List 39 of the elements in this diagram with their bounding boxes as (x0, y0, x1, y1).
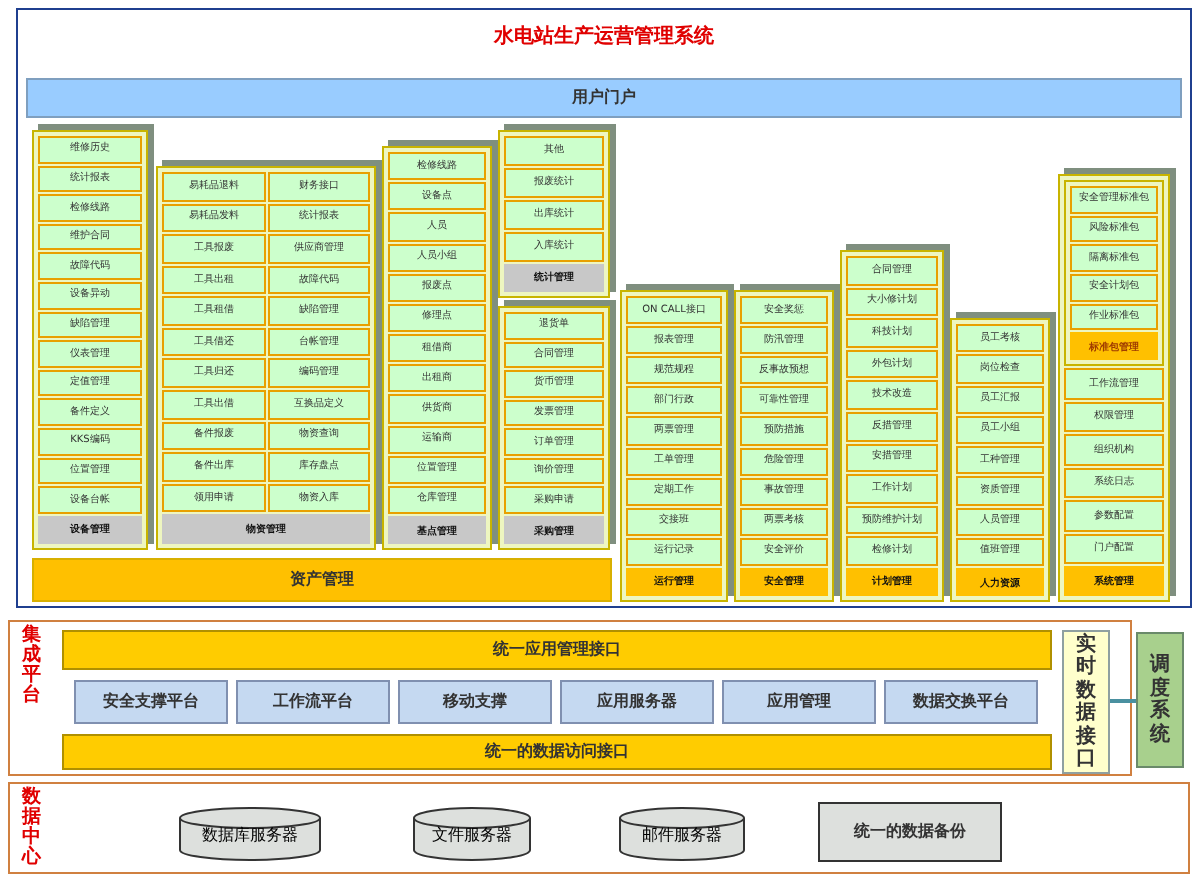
data-center-panel (8, 782, 1190, 874)
module-column (498, 130, 610, 298)
module-column (32, 130, 148, 550)
interface-label: 实时数据接口 (1075, 633, 1097, 771)
platform-box: 移动支撑 (398, 680, 552, 724)
platform-box: 安全支撑平台 (74, 680, 228, 724)
server-label: 数据库服务器 (200, 824, 300, 846)
connector-line (1110, 699, 1136, 703)
module-column (840, 250, 944, 602)
system-panel (16, 8, 1192, 608)
interface-box (1062, 630, 1110, 774)
server-cylinder (412, 806, 532, 862)
backup-box: 统一的数据备份 (818, 802, 1002, 862)
interface-bar: 统一的数据访问接口 (62, 734, 1052, 770)
system-label: 调度系统 (1149, 654, 1171, 746)
section-heading: 数据中心 (22, 788, 43, 868)
module-column (498, 306, 610, 550)
module-column (382, 146, 492, 550)
platform-panel (8, 620, 1132, 776)
platform-box: 应用管理 (722, 680, 876, 724)
module-column (156, 166, 376, 550)
portal-bar: 用户门户 (26, 78, 1182, 118)
platform-box: 应用服务器 (560, 680, 714, 724)
module-column (950, 318, 1050, 602)
title-text: 水电站生产运营管理系统 (491, 23, 716, 50)
platform-box: 工作流平台 (236, 680, 390, 724)
module-column (1058, 174, 1170, 602)
server-cylinder (618, 806, 746, 862)
module-column (620, 290, 728, 602)
server-label: 文件服务器 (430, 824, 514, 846)
section-heading: 集成平台 (22, 626, 43, 706)
server-cylinder (178, 806, 322, 862)
module-column (1064, 180, 1164, 367)
category-bar: 资产管理 (32, 558, 612, 602)
interface-bar: 统一应用管理接口 (62, 630, 1052, 670)
server-label: 邮件服务器 (640, 824, 724, 846)
module-column (734, 290, 834, 602)
external-system-box (1136, 632, 1184, 768)
platform-box: 数据交换平台 (884, 680, 1038, 724)
